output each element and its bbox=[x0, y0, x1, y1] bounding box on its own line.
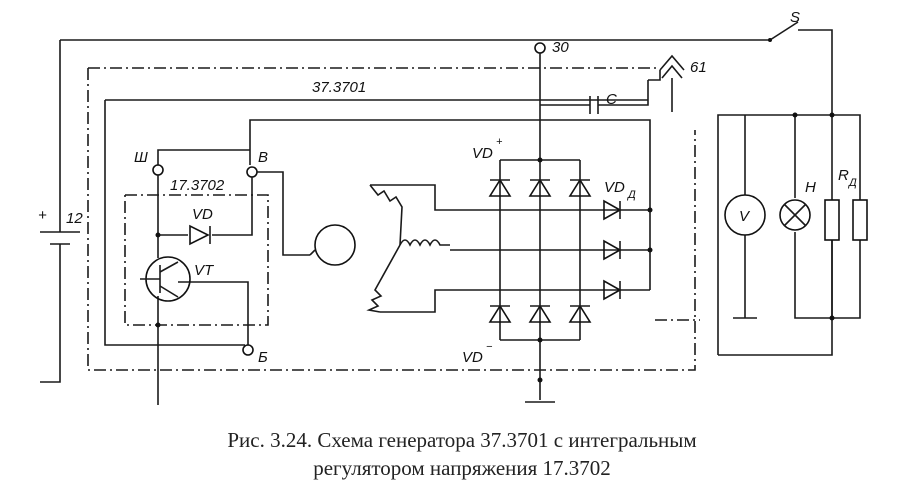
excitation-winding bbox=[314, 224, 356, 266]
lamp bbox=[779, 199, 811, 231]
regulator-diode bbox=[189, 224, 211, 246]
vd-d-sub: Д bbox=[626, 189, 636, 201]
regulator-model-label: 17.3702 bbox=[170, 177, 225, 194]
vd-d-label: VD bbox=[604, 179, 625, 196]
junction bbox=[537, 377, 543, 383]
diodes-vd-d bbox=[603, 199, 622, 301]
junction bbox=[647, 207, 653, 213]
terminal-61-label: 61 bbox=[690, 59, 707, 76]
generator-boundary bbox=[87, 67, 700, 371]
caption-line-2: регулятором напряжения 17.3702 bbox=[313, 456, 611, 480]
battery-plus-label: + bbox=[38, 207, 47, 224]
terminal-v-label: В bbox=[258, 149, 268, 166]
resistor-label: R bbox=[838, 167, 849, 184]
generator-model-label: 37.3701 bbox=[312, 79, 366, 96]
capacitor-label: C bbox=[606, 91, 617, 108]
battery-voltage-label: 12 bbox=[66, 210, 83, 227]
terminal-v bbox=[246, 166, 258, 178]
terminal-b-label: Б bbox=[258, 349, 268, 366]
resistor bbox=[824, 199, 840, 241]
stator-winding bbox=[366, 184, 650, 313]
switch-label: S bbox=[790, 9, 800, 26]
resistor bbox=[852, 199, 868, 241]
regulator-internal bbox=[157, 171, 310, 405]
resistor-sub: Д bbox=[847, 177, 857, 189]
regulator-boundary bbox=[124, 194, 269, 326]
caption-line-1: Рис. 3.24. Схема генератора 37.3701 с ин… bbox=[227, 428, 697, 452]
vd-plus-sup: + bbox=[496, 136, 503, 148]
transistor-vt bbox=[140, 256, 191, 302]
voltmeter-label: V bbox=[739, 208, 751, 225]
voltmeter bbox=[724, 194, 766, 236]
junction bbox=[829, 112, 835, 118]
terminal-61 bbox=[648, 54, 685, 112]
junction bbox=[537, 337, 543, 343]
junction bbox=[647, 247, 653, 253]
transistor-label: VT bbox=[194, 262, 215, 279]
battery bbox=[40, 205, 80, 250]
regulator-diode-label: VD bbox=[192, 206, 213, 223]
junction bbox=[155, 322, 161, 328]
junction bbox=[792, 112, 798, 118]
terminal-sh-label: Ш bbox=[134, 149, 148, 166]
junction bbox=[155, 232, 161, 238]
terminal-sh bbox=[152, 164, 164, 176]
rectifier-bridge bbox=[499, 159, 581, 403]
junction bbox=[829, 315, 835, 321]
vd-plus-label: VD bbox=[472, 145, 493, 162]
diodes-vd-plus bbox=[488, 178, 592, 197]
vd-minus-sup: − bbox=[486, 341, 493, 353]
capacitor-line bbox=[104, 80, 649, 346]
load-wiring bbox=[717, 114, 861, 356]
terminal-30-label: 30 bbox=[552, 39, 569, 56]
lamp-label: H bbox=[805, 179, 816, 196]
switch-contact bbox=[768, 38, 772, 42]
terminal-b bbox=[242, 344, 254, 356]
terminal-30 bbox=[534, 42, 546, 54]
diodes-vd-minus bbox=[488, 304, 592, 323]
vd-minus-label: VD bbox=[462, 349, 483, 366]
junction bbox=[537, 157, 543, 163]
